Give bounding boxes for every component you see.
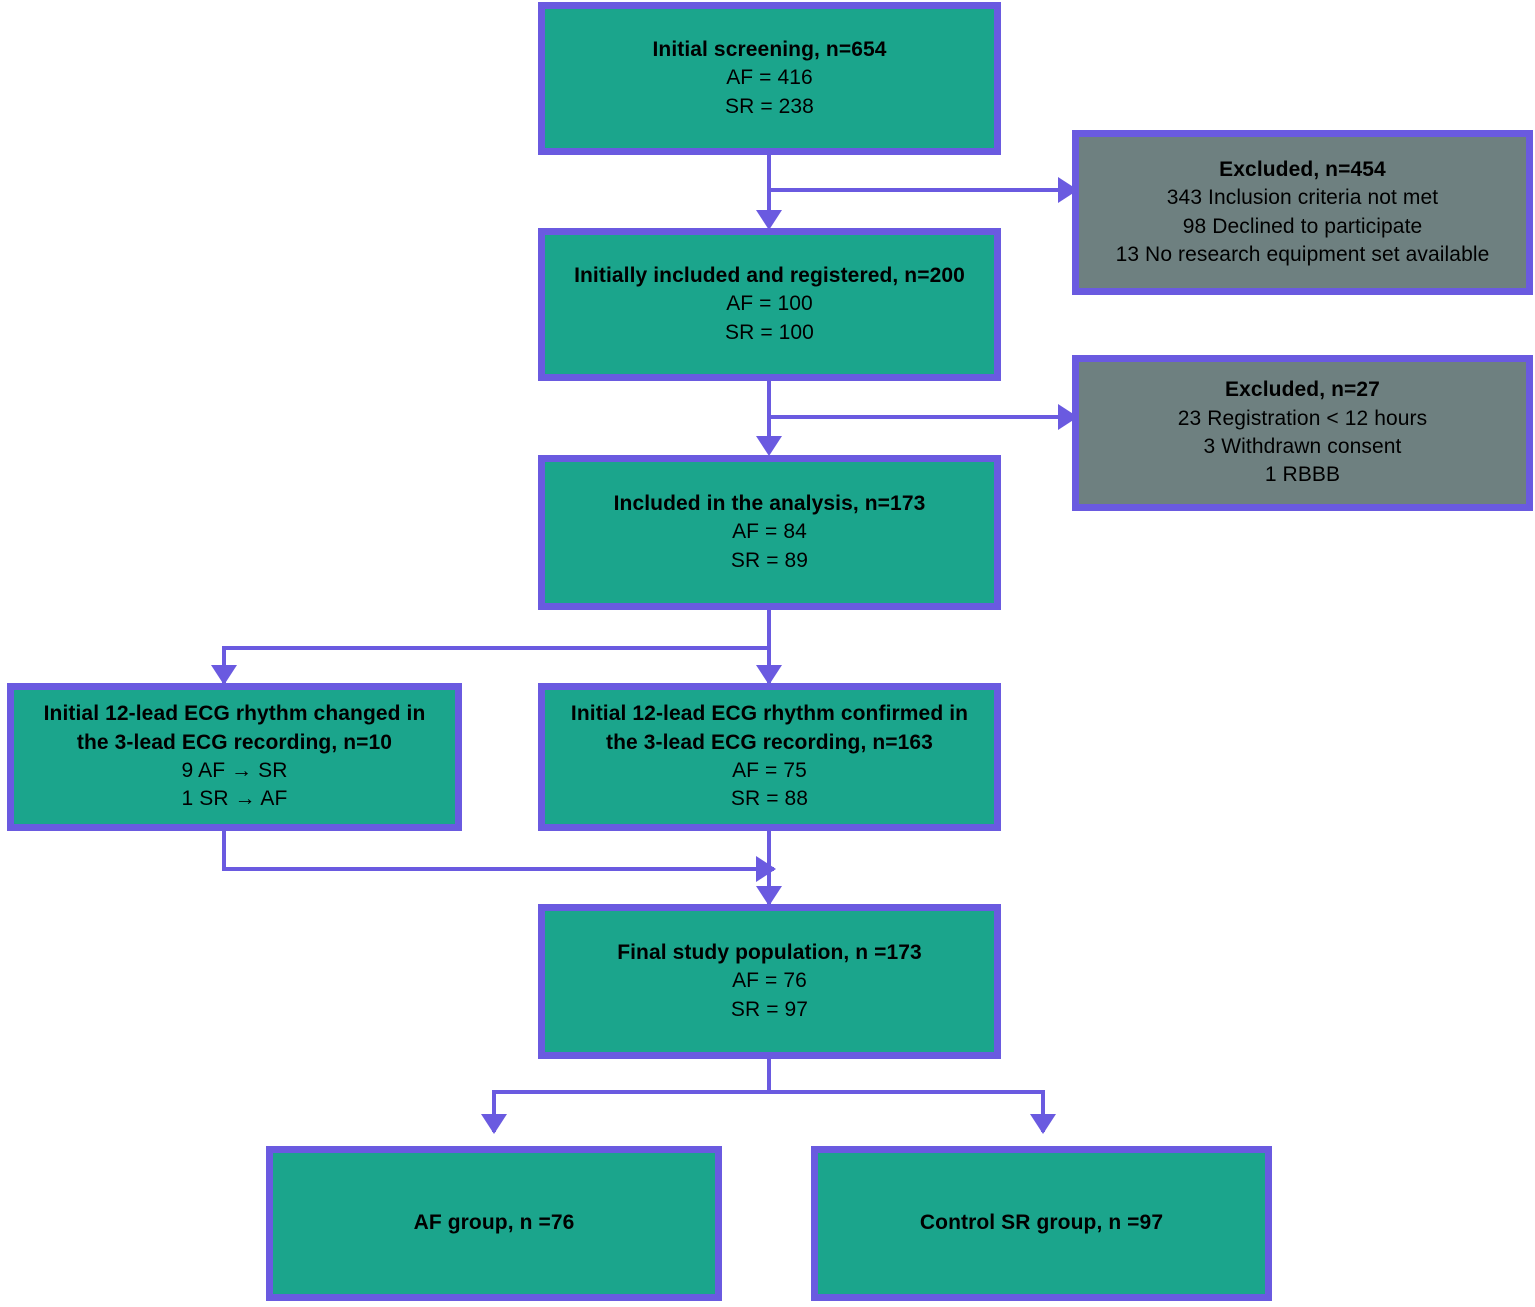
node-final-study-population: Final study population, n =173 AF = 76 S…	[538, 904, 1001, 1059]
node-excluded-27-reason-1: 23 Registration < 12 hours	[1177, 406, 1428, 430]
connector-final-trunk	[767, 1059, 771, 1094]
node-included-in-analysis: Included in the analysis, n=173 AF = 84 …	[538, 455, 1001, 610]
arrow-analysis-to-changed	[211, 665, 237, 685]
node-control-sr-group: Control SR group, n =97	[811, 1146, 1272, 1301]
node-rhythm-changed-title-line2: the 3-lead ECG recording, n=10	[76, 730, 393, 754]
arrow-included-to-analysis	[756, 436, 782, 456]
arrow-to-control-group	[1030, 1114, 1056, 1134]
node-excluded-454-reason-2: 98 Declined to participate	[1182, 214, 1423, 238]
connector-analysis-drop-left	[222, 646, 226, 683]
connector-included-trunk	[767, 381, 771, 443]
connector-final-drop-left	[492, 1090, 496, 1132]
node-rhythm-changed-af-to-sr: 9 AF → SR	[181, 759, 288, 782]
arrow-screening-to-included	[756, 210, 782, 230]
node-initially-included-sr: SR = 100	[725, 320, 814, 344]
arrow-changed-merge	[756, 856, 776, 882]
node-rhythm-confirmed: Initial 12-lead ECG rhythm confirmed in …	[538, 683, 1001, 831]
node-rhythm-confirmed-sr: SR = 88	[730, 787, 809, 811]
connector-included-to-excluded2	[767, 415, 1072, 419]
connector-analysis-branch-left	[222, 646, 771, 650]
node-initially-included-title: Initially included and registered, n=200	[574, 263, 965, 287]
node-rhythm-changed-sr-to-af: 1 SR → AF	[181, 787, 288, 811]
node-rhythm-confirmed-title-line1: Initial 12-lead ECG rhythm confirmed in	[570, 702, 969, 726]
connector-screening-trunk	[767, 155, 771, 217]
connector-changed-to-trunk	[222, 867, 774, 871]
node-af-group-title: AF group, n =76	[413, 1211, 575, 1235]
node-initial-screening: Initial screening, n=654 AF = 416 SR = 2…	[538, 2, 1001, 155]
arrow-analysis-to-confirmed	[756, 665, 782, 685]
node-final-study-population-title: Final study population, n =173	[617, 940, 922, 964]
arrow-to-final-population	[756, 886, 782, 906]
node-included-in-analysis-sr: SR = 89	[730, 548, 809, 572]
node-excluded-454: Excluded, n=454 343 Inclusion criteria n…	[1072, 130, 1533, 295]
node-included-in-analysis-title: Included in the analysis, n=173	[613, 491, 926, 515]
connector-final-drop-right	[1041, 1090, 1045, 1132]
node-rhythm-confirmed-af: AF = 75	[732, 759, 807, 782]
node-control-sr-group-title: Control SR group, n =97	[919, 1211, 1164, 1235]
node-excluded-454-title: Excluded, n=454	[1219, 157, 1386, 181]
node-rhythm-changed: Initial 12-lead ECG rhythm changed in th…	[7, 683, 462, 831]
node-excluded-454-reason-3: 13 No research equipment set available	[1115, 242, 1490, 266]
connector-confirmed-trunk	[767, 831, 771, 904]
node-rhythm-changed-title-line1: Initial 12-lead ECG rhythm changed in	[43, 702, 426, 726]
node-initial-screening-sr: SR = 238	[725, 94, 814, 118]
node-initial-screening-af: AF = 416	[726, 66, 813, 90]
node-af-group: AF group, n =76	[266, 1146, 722, 1301]
node-excluded-27-reason-2: 3 Withdrawn consent	[1203, 435, 1402, 458]
arrow-to-af-group	[481, 1114, 507, 1134]
node-rhythm-confirmed-title-line2: the 3-lead ECG recording, n=163	[606, 730, 933, 754]
node-initially-included-af: AF = 100	[726, 292, 813, 316]
node-excluded-27: Excluded, n=27 23 Registration < 12 hour…	[1072, 355, 1533, 511]
node-final-study-population-af: AF = 76	[732, 969, 807, 993]
connector-final-split	[492, 1090, 1045, 1094]
node-excluded-27-title: Excluded, n=27	[1225, 378, 1380, 402]
connector-changed-drop	[222, 831, 226, 871]
node-initial-screening-title: Initial screening, n=654	[652, 37, 887, 61]
connector-screening-to-excluded1	[767, 188, 1072, 192]
node-initially-included: Initially included and registered, n=200…	[538, 228, 1001, 381]
node-included-in-analysis-af: AF = 84	[732, 520, 807, 544]
node-excluded-27-reason-3: 1 RBBB	[1264, 463, 1341, 487]
node-excluded-454-reason-1: 343 Inclusion criteria not met	[1166, 186, 1439, 210]
node-final-study-population-sr: SR = 97	[730, 997, 809, 1021]
